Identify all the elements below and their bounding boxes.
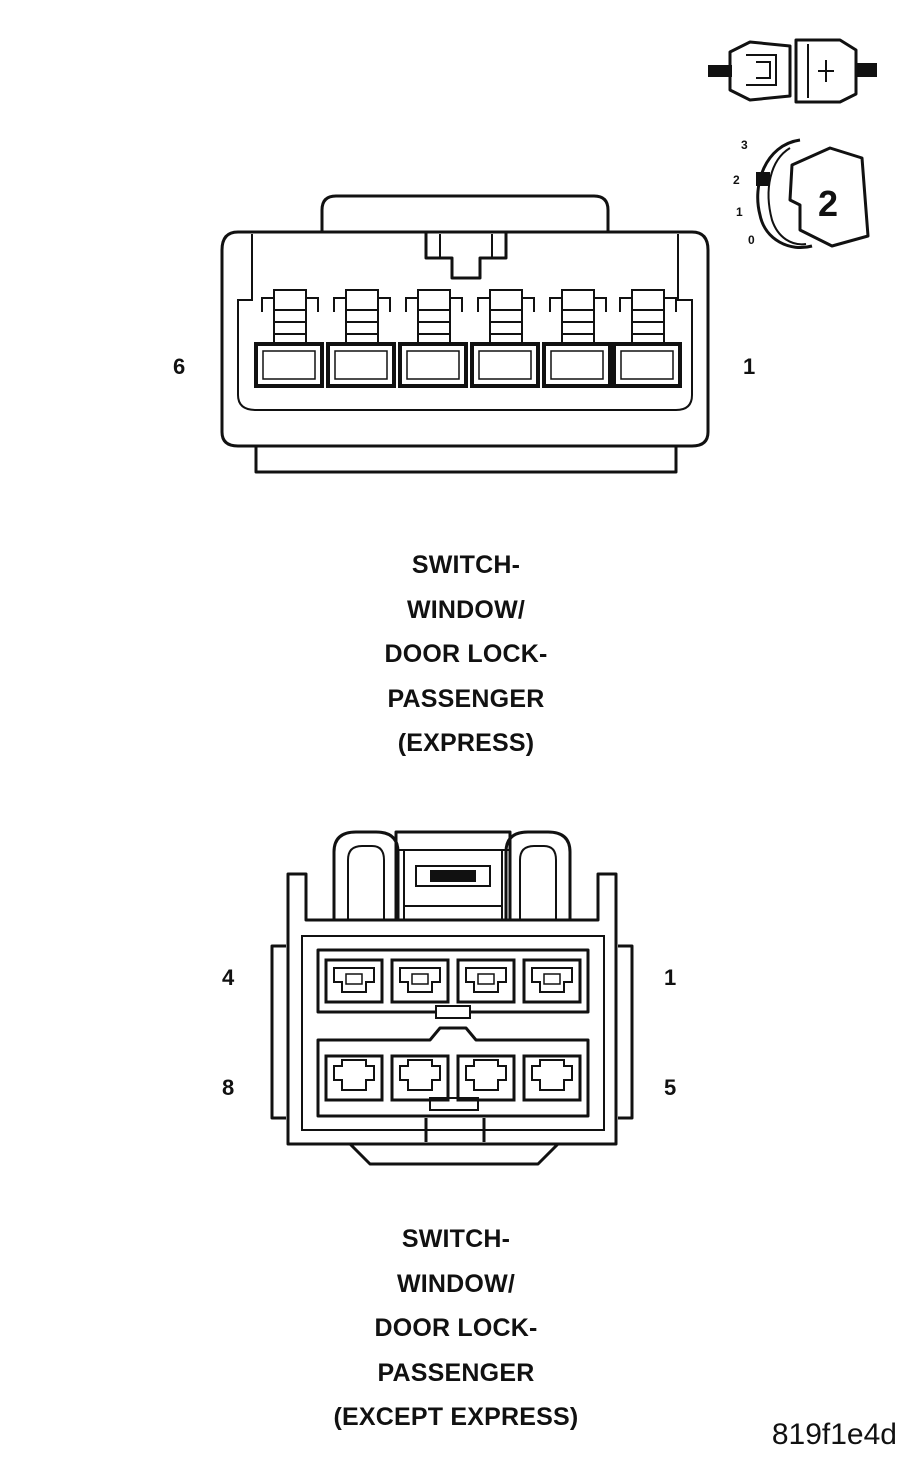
caption-bottom: SWITCH- WINDOW/ DOOR LOCK- PASSENGER (EX… xyxy=(276,1217,636,1440)
caption-top-line-1: SWITCH- xyxy=(411,551,521,579)
connector-bottom-cavities-top xyxy=(324,958,582,1004)
caption-top-line-5: (EXPRESS) xyxy=(397,729,535,757)
cavity-1 xyxy=(612,289,682,388)
side-rail-right xyxy=(618,944,634,1120)
cavity-1 xyxy=(522,958,582,1004)
cavity-4 xyxy=(324,958,384,1004)
connector-top-skirt xyxy=(254,446,678,474)
figure-id: 819f1e4d xyxy=(771,1418,897,1451)
side-rail-left xyxy=(270,944,286,1120)
cavity-3 xyxy=(470,289,540,388)
view-dial-icon: 3 2 1 0 2 xyxy=(733,138,870,249)
cavity-5 xyxy=(326,289,396,388)
cavity-row-top xyxy=(316,948,590,1014)
latch-arch-right xyxy=(504,830,572,920)
connector-top-latch xyxy=(320,194,610,232)
pin-label-top-left: 6 xyxy=(173,354,185,379)
caption-top: SWITCH- WINDOW/ DOOR LOCK- PASSENGER (EX… xyxy=(286,543,646,766)
connector-top-key xyxy=(424,232,508,280)
cavity-2 xyxy=(542,289,612,388)
connector-bottom-cavities-bottom xyxy=(324,1054,582,1102)
pin-label-bottom-8: 8 xyxy=(222,1075,234,1100)
pin-label-bottom-1: 1 xyxy=(664,965,676,990)
connector-bottom: 4 1 8 5 xyxy=(222,830,676,1166)
caption-top-line-2: WINDOW/ xyxy=(406,595,526,624)
view-number: 2 xyxy=(818,183,838,224)
caption-bottom-line-5: (EXCEPT EXPRESS) xyxy=(333,1403,579,1431)
dial-tick-2: 2 xyxy=(733,173,740,187)
caption-bottom-line-1: SWITCH- xyxy=(401,1225,511,1253)
connector-top-housing xyxy=(220,230,710,448)
connector-bottom-skirt xyxy=(348,1142,560,1166)
cavity-6 xyxy=(456,1054,516,1102)
dial-tick-3: 3 xyxy=(741,138,748,152)
pin-label-bottom-5: 5 xyxy=(664,1075,676,1100)
dial-tick-0: 0 xyxy=(748,233,755,247)
cavity-row-bottom xyxy=(316,1026,590,1118)
cavity-6 xyxy=(254,289,324,388)
cavity-2 xyxy=(456,958,516,1004)
cavity-5 xyxy=(522,1054,582,1102)
dial-tick-1: 1 xyxy=(736,205,743,219)
cavity-8 xyxy=(324,1054,384,1102)
pin-label-top-right: 1 xyxy=(743,354,755,379)
connector-pair-icon xyxy=(708,38,877,104)
caption-bottom-line-2: WINDOW/ xyxy=(396,1269,516,1298)
caption-top-line-3: DOOR LOCK- xyxy=(384,640,548,668)
latch-center xyxy=(394,830,512,920)
connector-bottom-housing xyxy=(286,872,618,1146)
pin-label-bottom-4: 4 xyxy=(222,965,235,990)
dial-marker xyxy=(756,172,770,186)
cavity-4 xyxy=(398,289,468,388)
connector-top-cavities xyxy=(254,289,682,388)
caption-bottom-line-4: PASSENGER xyxy=(377,1358,535,1387)
caption-bottom-line-3: DOOR LOCK- xyxy=(374,1314,538,1342)
caption-top-line-4: PASSENGER xyxy=(387,684,545,713)
cavity-7 xyxy=(390,1054,450,1102)
connector-top: 6 1 xyxy=(173,194,755,474)
connector-view-icon: 3 2 1 0 2 xyxy=(708,38,877,249)
cavity-3 xyxy=(390,958,450,1004)
